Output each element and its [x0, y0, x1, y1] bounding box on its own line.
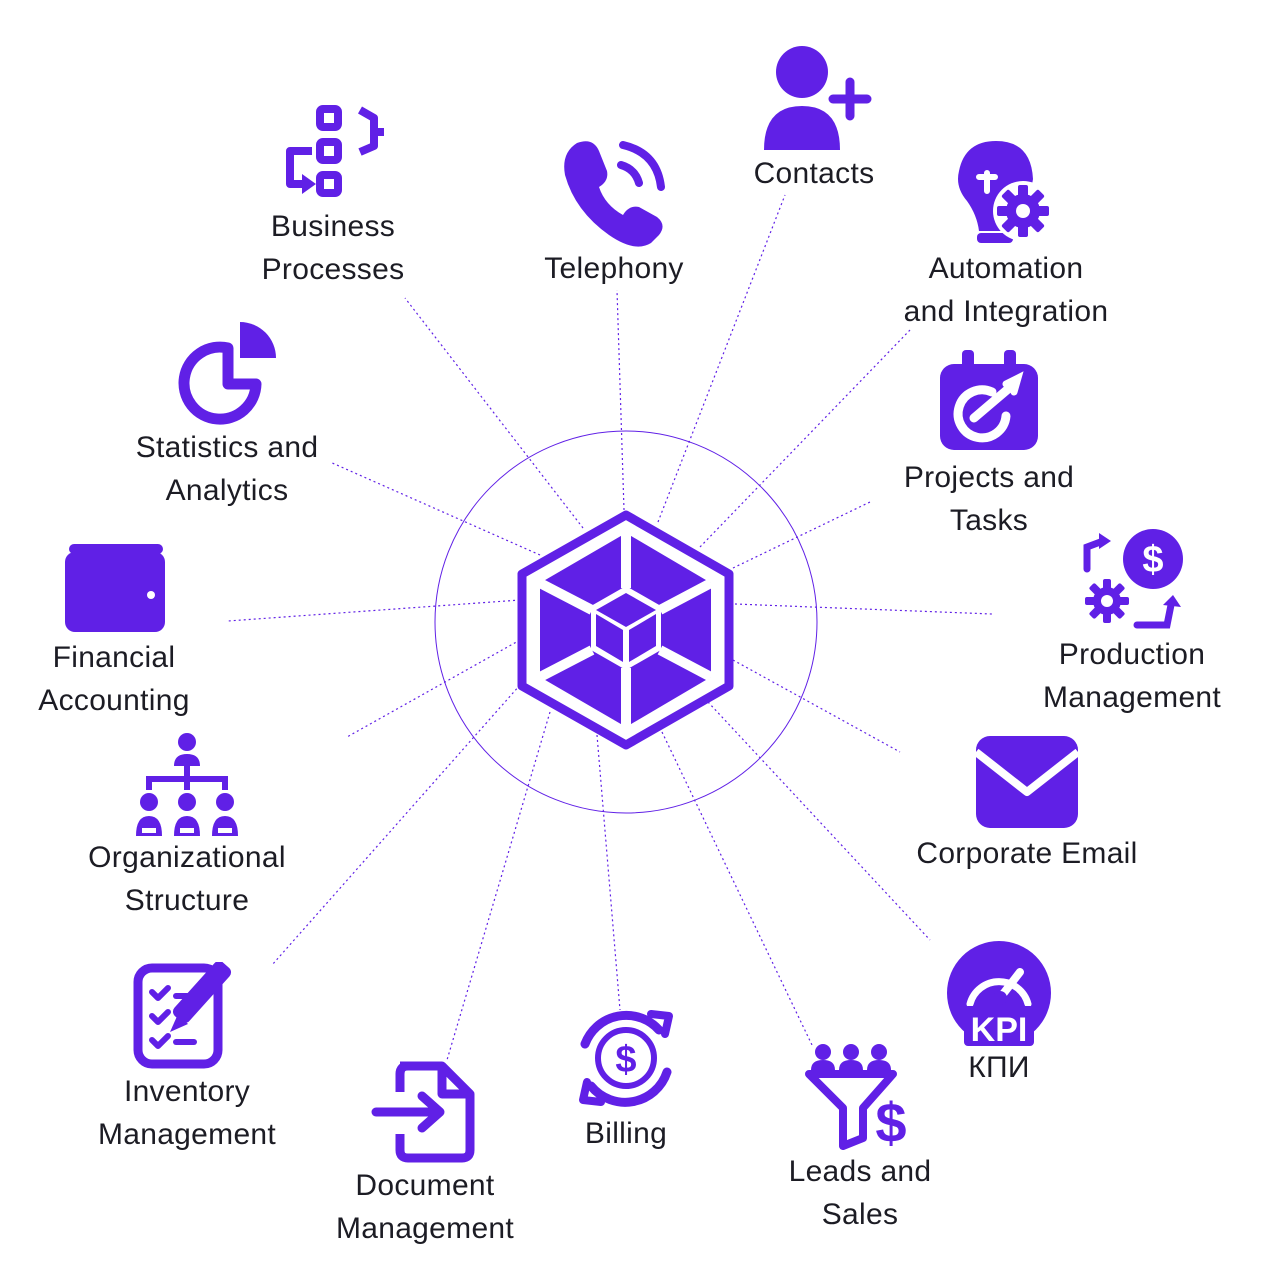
- label-line: Leads and: [788, 1155, 932, 1188]
- process-flow-icon: [286, 105, 384, 197]
- module-kpi[interactable]: KPI КПИ: [937, 938, 1061, 1089]
- label-line: Management: [97, 1118, 277, 1151]
- label-line: Management: [1042, 681, 1222, 714]
- calendar-tasks-icon: [940, 350, 1038, 450]
- label-line: Document: [355, 1169, 495, 1202]
- connector-contacts: [657, 194, 786, 523]
- module-documents[interactable]: Document Management: [310, 1060, 540, 1250]
- label-line: Organizational: [88, 841, 286, 874]
- orbit-circle: [434, 430, 818, 814]
- connector-org-structure: [346, 639, 521, 738]
- label-line: Accounting: [38, 684, 190, 717]
- envelope-icon: [973, 736, 1081, 828]
- label-line: Billing: [584, 1117, 668, 1150]
- add-user-icon: [764, 46, 872, 150]
- module-telephony[interactable]: Telephony: [514, 135, 714, 290]
- module-projects[interactable]: Projects and Tasks: [874, 348, 1104, 542]
- module-label: Production Management: [1043, 633, 1221, 719]
- label-line: Statistics and: [135, 431, 319, 464]
- label-line: Tasks: [949, 504, 1029, 537]
- module-label: Business Processes: [262, 205, 405, 291]
- connector-projects: [732, 501, 871, 569]
- module-label: Organizational Structure: [88, 836, 286, 922]
- module-financial[interactable]: Financial Accounting: [14, 540, 214, 722]
- bulb-gear-icon: [958, 141, 1053, 243]
- module-label: Statistics and Analytics: [136, 426, 319, 512]
- label-line: and Integration: [903, 295, 1109, 328]
- label-line: Sales: [821, 1198, 899, 1231]
- label-line: КПИ: [968, 1051, 1030, 1084]
- gear-dollar-cycle-icon: $: [1083, 529, 1183, 629]
- module-label: Document Management: [336, 1164, 514, 1250]
- svg-text:KPI: KPI: [971, 1011, 1028, 1046]
- kpi-gauge-icon: KPI: [947, 941, 1051, 1046]
- label-line: Corporate Email: [916, 837, 1138, 870]
- connector-documents: [446, 711, 551, 1061]
- checklist-pencil-icon: [133, 962, 232, 1069]
- connector-financial: [227, 599, 521, 622]
- svg-text:$: $: [615, 1039, 636, 1081]
- module-leads[interactable]: $ Leads and Sales: [760, 1042, 960, 1236]
- label-line: Management: [335, 1212, 515, 1245]
- connector-kpi: [707, 701, 931, 941]
- pie-chart-icon: [178, 322, 276, 425]
- label-line: Financial: [52, 641, 176, 674]
- label-line: Structure: [124, 884, 250, 917]
- module-org-structure[interactable]: Organizational Structure: [62, 732, 312, 922]
- document-arrow-icon: [371, 1061, 475, 1163]
- module-label: КПИ: [968, 1046, 1030, 1089]
- label-line: Analytics: [165, 474, 289, 507]
- module-contacts[interactable]: Contacts: [714, 40, 914, 195]
- module-business-processes[interactable]: Business Processes: [233, 100, 433, 291]
- label-line: Telephony: [544, 252, 684, 285]
- module-automation[interactable]: Automation and Integration: [871, 135, 1141, 333]
- module-label: Billing: [585, 1112, 667, 1155]
- wallet-icon: [65, 544, 165, 632]
- connector-telephony: [616, 289, 625, 511]
- connector-statistics: [329, 461, 541, 556]
- connector-email: [732, 659, 901, 753]
- label-line: Business: [270, 210, 396, 243]
- module-label: Financial Accounting: [38, 636, 189, 722]
- cube-hexagon-logo: [517, 510, 734, 750]
- svg-text:$: $: [875, 1091, 906, 1150]
- connector-production: [734, 603, 993, 615]
- module-label: Leads and Sales: [789, 1150, 932, 1236]
- label-line: Projects and: [903, 461, 1075, 494]
- label-line: Automation: [928, 252, 1084, 285]
- connector-business-processes: [404, 297, 584, 529]
- module-statistics[interactable]: Statistics and Analytics: [107, 318, 347, 512]
- module-label: Telephony: [544, 247, 683, 290]
- connector-leads: [661, 731, 813, 1046]
- module-label: Corporate Email: [916, 832, 1137, 875]
- label-line: Contacts: [753, 157, 875, 190]
- dollar-cycle-icon: $: [579, 1010, 673, 1107]
- label-line: Processes: [261, 253, 405, 286]
- module-inventory[interactable]: Inventory Management: [72, 962, 302, 1156]
- module-label: Inventory Management: [98, 1070, 276, 1156]
- label-line: Production: [1058, 638, 1206, 671]
- module-billing[interactable]: $ Billing: [526, 1004, 726, 1155]
- phone-icon: [564, 141, 665, 247]
- label-line: Inventory: [123, 1075, 251, 1108]
- module-label: Projects and Tasks: [904, 456, 1074, 542]
- org-chart-icon: [136, 733, 238, 836]
- module-email[interactable]: Corporate Email: [892, 732, 1162, 875]
- module-production[interactable]: $ Production Management: [1017, 525, 1247, 719]
- connector-lines: [227, 194, 993, 1061]
- connector-billing: [596, 734, 621, 1011]
- connector-automation: [699, 329, 911, 548]
- module-label: Contacts: [754, 152, 875, 195]
- connector-inventory: [271, 684, 521, 966]
- funnel-dollar-icon: $: [805, 1044, 907, 1150]
- module-label: Automation and Integration: [904, 247, 1109, 333]
- svg-text:$: $: [1142, 539, 1163, 581]
